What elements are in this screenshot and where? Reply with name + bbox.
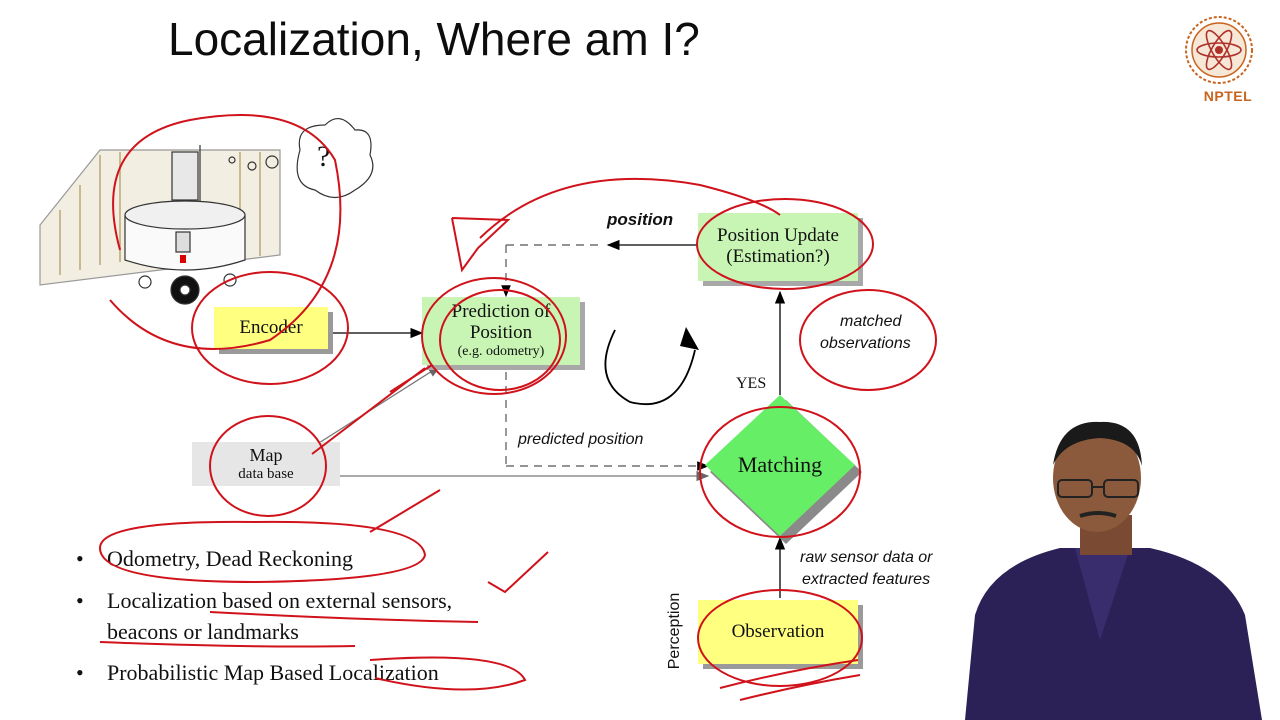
encoder-label: Encoder: [239, 316, 303, 338]
matched-label-2: observations: [820, 335, 911, 352]
position-label: position: [607, 210, 674, 229]
map-line-2: data base: [238, 465, 294, 482]
position-update-line-2: (Estimation?): [726, 246, 830, 267]
observation-box: Observation: [698, 600, 858, 664]
observation-label: Observation: [731, 620, 825, 642]
logo-text: NPTEL: [1203, 88, 1253, 104]
matching-label: Matching: [737, 451, 823, 477]
prediction-line-3: (e.g. odometry): [457, 344, 545, 360]
position-update-line-1: Position Update: [717, 225, 839, 247]
matched-label-1: matched: [840, 313, 902, 330]
prediction-line-2: Position: [469, 322, 533, 344]
predicted-position-label: predicted position: [518, 431, 644, 448]
bullet-text: Localization based on external sensors,: [107, 588, 453, 613]
bullet-text: beacons or landmarks: [107, 619, 299, 644]
yes-label: YES: [736, 375, 767, 392]
perception-label: Perception: [666, 592, 683, 670]
position-update-box: Position Update (Estimation?): [698, 213, 858, 281]
raw-sensor-label-2: extracted features: [802, 571, 931, 588]
thought-question-mark: ?: [317, 140, 331, 173]
prediction-box: Prediction of Position (e.g. odometry): [422, 297, 580, 365]
slide-title: Localization, Where am I?: [168, 13, 700, 65]
map-box: Map data base: [192, 442, 340, 486]
encoder-box: Encoder: [214, 307, 328, 349]
raw-sensor-label-1: raw sensor data or: [800, 549, 933, 566]
map-line-1: Map: [249, 444, 283, 465]
bullet-text: Odometry, Dead Reckoning: [107, 546, 354, 571]
prediction-line-1: Prediction of: [451, 301, 551, 323]
bullet-text: Probabilistic Map Based Localization: [107, 660, 439, 685]
